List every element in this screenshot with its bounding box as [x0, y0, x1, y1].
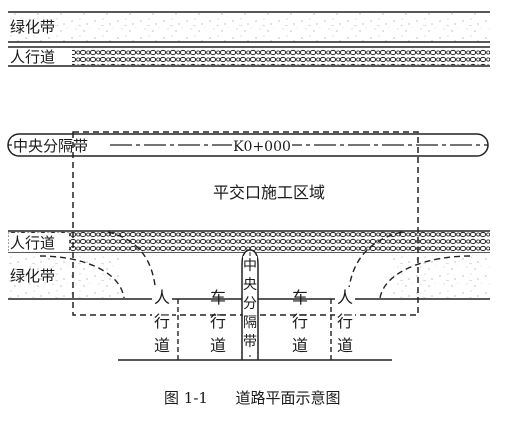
- left-carriageway-vlabel: 车 行 道: [210, 288, 226, 355]
- caption-title: 道路平面示意图: [235, 389, 340, 407]
- vertical-label-char: 道: [154, 336, 170, 355]
- central-median: 中央分隔带 K0+000: [7, 133, 489, 157]
- vertical-label-char: 隔: [243, 315, 257, 331]
- vertical-label-char: 车: [292, 288, 308, 307]
- caption-number: 图 1-1: [164, 389, 208, 407]
- vertical-label-char: 道: [210, 336, 226, 355]
- vertical-label-char: 道: [337, 336, 353, 355]
- work-zone-label: 平交口施工区域: [213, 183, 325, 202]
- right-sidewalk-vlabel: 人 行 道: [335, 287, 355, 355]
- vertical-labels: 人 行 道 车 行 道 中 央 分 隔 带 车 行 道 人 行 道: [152, 256, 355, 355]
- vertical-label-char: 行: [210, 312, 226, 331]
- vertical-label-char: 行: [154, 312, 170, 331]
- upper-green-belt-label: 绿化带: [10, 18, 55, 36]
- upper-sidewalk: [72, 48, 490, 65]
- vertical-label-char: 带: [243, 334, 257, 350]
- upper-green-belt: [8, 12, 490, 42]
- lower-sidewalk-label: 人行道: [10, 234, 55, 252]
- left-inner-return: [107, 231, 157, 299]
- vertical-label-char: 中: [243, 258, 257, 274]
- figure-caption: 图 1-1 道路平面示意图: [164, 389, 340, 407]
- vertical-label-char: 行: [292, 312, 308, 331]
- vertical-label-char: 车: [210, 288, 226, 307]
- vertical-label-char: 人: [337, 288, 353, 307]
- upper-edge-strips: 绿化带 人行道: [8, 11, 490, 67]
- lower-sidewalk: [8, 231, 490, 253]
- station-label: K0+000: [233, 139, 291, 155]
- left-curb-return: [39, 255, 125, 299]
- cross-median-vlabel: 中 央 分 隔 带: [243, 256, 257, 354]
- vertical-label-char: 分: [243, 296, 257, 312]
- right-curb-return: [379, 255, 471, 299]
- vertical-label-char: 人: [154, 288, 170, 307]
- vertical-label-char: 行: [337, 312, 353, 331]
- median-label: 中央分隔带: [13, 137, 88, 155]
- left-sidewalk-vlabel: 人 行 道: [152, 287, 172, 355]
- vertical-label-char: 央: [243, 277, 257, 293]
- upper-sidewalk-label: 人行道: [10, 48, 55, 66]
- lower-green-belt-label: 绿化带: [10, 267, 55, 285]
- right-carriageway-vlabel: 车 行 道: [292, 288, 308, 355]
- vertical-label-char: 道: [292, 336, 308, 355]
